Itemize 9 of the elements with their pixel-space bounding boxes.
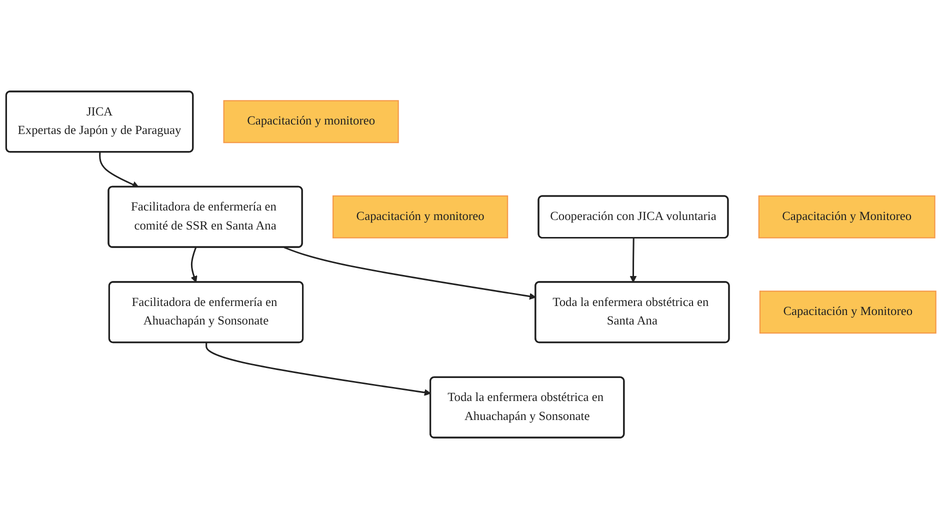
node-box: Capacitación y monitoreo xyxy=(223,100,399,144)
arrow xyxy=(206,342,431,396)
arrow xyxy=(99,152,139,188)
node-box: Capacitación y Monitoreo xyxy=(759,290,936,334)
node-box: Capacitación y monitoreo xyxy=(332,195,508,238)
arrow xyxy=(190,247,198,283)
arrow xyxy=(284,246,536,300)
node-box: Capacitación y Monitoreo xyxy=(758,195,936,238)
arrow xyxy=(630,238,637,283)
